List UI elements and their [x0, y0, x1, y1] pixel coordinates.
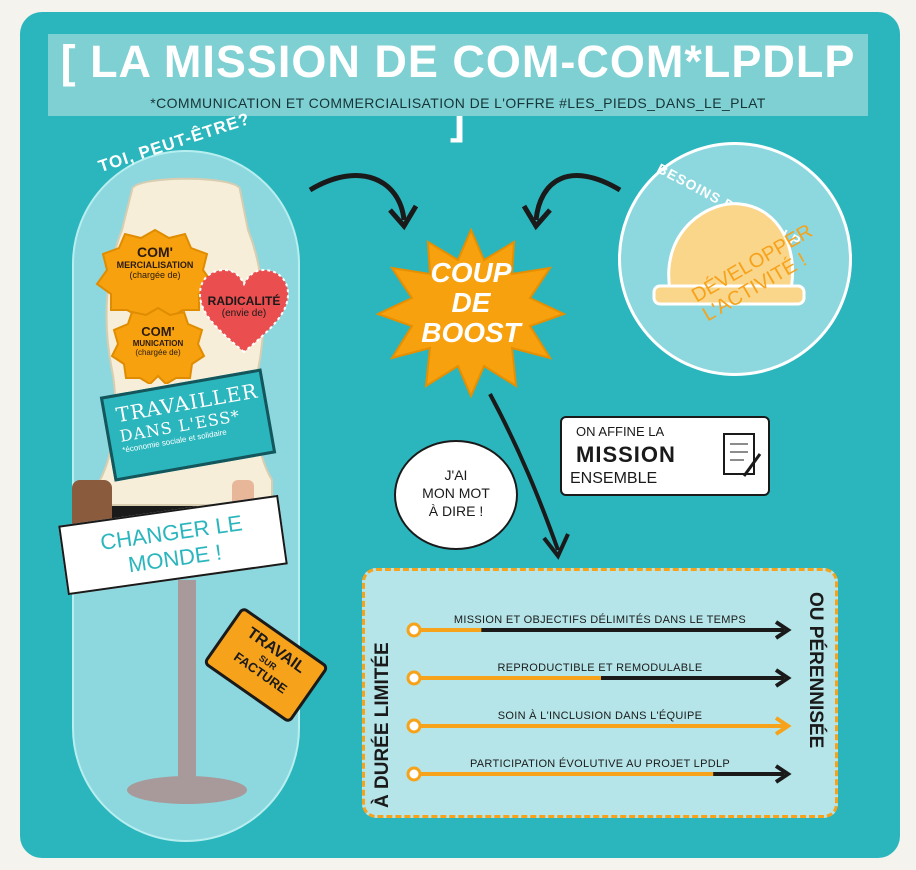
communication-badge: [110, 306, 206, 384]
radicalite-label: RADICALITÉ (envie de): [207, 294, 281, 319]
bubble-line3: À DIRE !: [428, 503, 484, 519]
row-start-dot: [406, 718, 422, 734]
commercialisation-label: COM' MERCIALISATION (chargée de): [116, 244, 194, 280]
subtitle-band: [48, 90, 868, 116]
duration-panel: [362, 568, 838, 818]
row-start-dot: [406, 622, 422, 638]
mannequin-base: [127, 776, 247, 804]
right-arrow-icon: [533, 173, 622, 221]
panel-row-label: REPRODUCTIBLE ET REMODULABLE: [497, 662, 703, 674]
boost-line2: DE: [451, 287, 491, 318]
communication-label: COM' MUNICATION (chargée de): [132, 324, 184, 357]
row-start-dot: [406, 766, 422, 782]
row-arrowhead-icon: [774, 620, 792, 640]
page-subtitle: *COMMUNICATION ET COMMERCIALISATION DE L…: [150, 95, 766, 111]
affine-line1: ON AFFINE LA: [576, 424, 665, 439]
boost-line1: COUP: [430, 257, 512, 288]
hard-hat-icon: [652, 202, 806, 306]
speech-bubble: J'AI MON MOT À DIRE !: [394, 440, 518, 550]
radicalite-heart: [198, 268, 290, 354]
page-title: [ LA MISSION DE COM-COM*LPDLP ]: [60, 36, 856, 143]
boost-label: COUP DE BOOST: [376, 258, 566, 348]
row-start-dot: [406, 670, 422, 686]
panel-left-label: À DURÉE LIMITÉE: [372, 642, 393, 808]
affine-box: ON AFFINE LA MISSION ENSEMBLE: [560, 416, 770, 496]
affine-line2: MISSION: [576, 442, 676, 467]
mannequin-pole: [178, 580, 196, 780]
panel-rows: [406, 620, 792, 784]
row-arrowhead-icon: [774, 764, 792, 784]
arrows-to-boost: [308, 173, 622, 231]
boost-burst: [376, 228, 566, 398]
panel-row-label: MISSION ET OBJECTIFS DÉLIMITÉS DANS LE T…: [453, 614, 747, 626]
down-arrow-icon: [488, 393, 570, 560]
document-pen-icon: [723, 433, 762, 477]
bubble-line2: MON MOT: [422, 485, 490, 501]
panel-row-label: SOIN À L'INCLUSION DANS L'ÉQUIPE: [497, 710, 703, 722]
panel-row-label: PARTICIPATION ÉVOLUTIVE AU PROJET LPDLP: [469, 758, 731, 770]
title-band: [48, 34, 868, 90]
affine-line3: ENSEMBLE: [570, 470, 658, 487]
row-arrowhead-icon: [774, 668, 792, 688]
row-arrowhead-icon: [774, 716, 792, 736]
bubble-line1: J'AI: [444, 467, 468, 483]
panel-right-label: OU PÉRENNISÉE: [805, 592, 826, 749]
left-arrow-icon: [308, 173, 407, 221]
boost-line3: BOOST: [421, 317, 521, 348]
